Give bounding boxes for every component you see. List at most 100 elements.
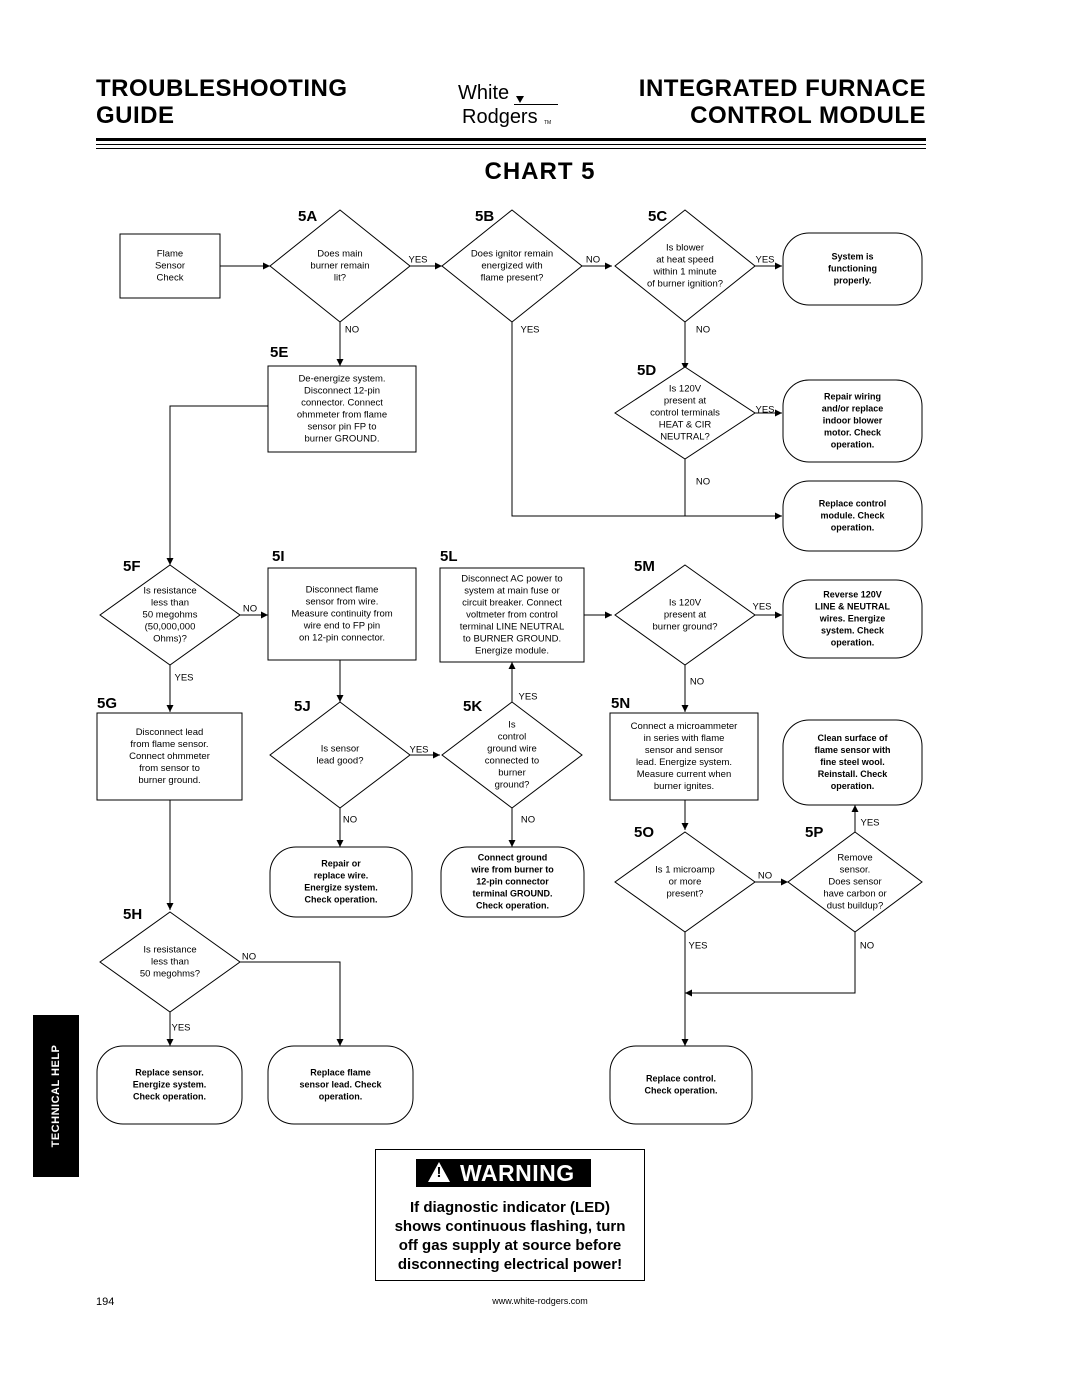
decision-5m-line: Is 120V [669, 598, 702, 609]
decision-5j-line: Is sensor [321, 744, 360, 755]
warning-title: WARNING [460, 1160, 575, 1186]
edge-label-no: NO [586, 255, 600, 266]
terminal-replace-control [609, 1045, 753, 1125]
decision-5c-line: at heat speed [656, 255, 714, 266]
decision-5a-line: Does main [317, 249, 362, 260]
decision-5j [269, 701, 411, 809]
decision-5b-line: energized with [481, 261, 542, 272]
edge-label-no: NO [860, 941, 874, 952]
terminal-reverse-line-neutral-line: wires. Energize [819, 613, 886, 623]
edge-label-yes: YES [409, 745, 428, 756]
decision-5f-line: (50,000,000 [145, 622, 196, 633]
step-label-5n: 5N [611, 695, 630, 712]
decision-5d-line: NEUTRAL? [660, 432, 710, 443]
header-rule-thin [96, 148, 926, 149]
edge-label-yes: YES [520, 325, 539, 336]
edge-label-no: NO [343, 815, 357, 826]
chart-title: CHART 5 [484, 158, 596, 185]
process-5g-line: from flame sensor. [130, 739, 208, 750]
terminal-replace-control-module-line: module. Check [820, 510, 885, 520]
decision-5c-line: Is blower [666, 243, 704, 254]
logo-triangle-icon [516, 96, 524, 103]
footer-url: www.white-rodgers.com [492, 1296, 588, 1306]
decision-5f-line: Is resistance [143, 586, 196, 597]
terminal-replace-sensor-line: Check operation. [133, 1091, 206, 1101]
process-5g-line: from sensor to [139, 763, 200, 774]
decision-5b-line: Does ignitor remain [471, 249, 553, 260]
technical-help-label: TECHNICAL HELP [50, 1044, 62, 1148]
step-label-5o: 5O [634, 824, 654, 841]
decision-5p-line: Does sensor [828, 877, 881, 888]
edge-label-no: NO [696, 325, 710, 336]
step-label-5l: 5L [440, 548, 458, 565]
edge-5e-to-5f [166, 405, 268, 565]
process-5n-line: burner ignites. [654, 781, 714, 792]
edge-label-yes: YES [518, 692, 537, 703]
warning-line: If diagnostic indicator (LED) [409, 1199, 610, 1216]
step-label-5m: 5M [634, 558, 655, 575]
terminal-repair-wiring-line: motor. Check [824, 427, 882, 437]
terminal-connect-ground-line: terminal GROUND. [472, 888, 552, 898]
edge-label-yes: YES [688, 941, 707, 952]
decision-5p-line: Remove [837, 853, 872, 864]
step-label-5a: 5A [298, 208, 317, 225]
edge-label-yes: YES [755, 255, 774, 266]
step-label-5f: 5F [123, 558, 141, 575]
edge-label-no: NO [345, 325, 359, 336]
edge-label-no: NO [243, 604, 257, 615]
edge-5p-no-to-merge [685, 932, 856, 997]
edge-label-no: NO [690, 677, 704, 688]
terminal-connect-ground-line: Connect ground [478, 852, 548, 862]
decision-5m [614, 564, 756, 666]
decision-5p-line: dust buildup? [827, 901, 884, 912]
decision-5c-line: of burner ignition? [647, 279, 723, 290]
decision-5o-line: present? [667, 889, 704, 900]
decision-5p-line: sensor. [840, 865, 871, 876]
step-label-5d: 5D [637, 362, 656, 379]
decision-5m-line: burner ground? [653, 622, 718, 633]
header-title-right-line2: CONTROL MODULE [690, 102, 926, 129]
terminal-replace-sensor-line: Replace sensor. [135, 1067, 204, 1077]
terminal-replace-flame-sensor-lead [267, 1045, 414, 1125]
process-5l-line: Energize module. [475, 646, 549, 657]
process-5l-line: system at main fuse or [464, 586, 560, 597]
step-label-5g: 5G [97, 695, 117, 712]
terminal-replace-control-line: Check operation. [644, 1085, 717, 1095]
edge-label-yes: YES [174, 673, 193, 684]
warning-box: ! WARNING If diagnostic indicator (LED) … [375, 1149, 645, 1281]
technical-help-tab: TECHNICAL HELP [33, 1015, 79, 1177]
flame-sensor-check-box-line: Sensor [155, 261, 185, 272]
page-number: 194 [96, 1296, 115, 1308]
decision-5o [614, 831, 756, 933]
header-title-left-line2: GUIDE [96, 102, 175, 129]
terminal-reverse-line-neutral-line: system. Check [821, 625, 885, 635]
warning-message: If diagnostic indicator (LED) shows cont… [376, 1198, 644, 1274]
process-5e-line: Disconnect 12-pin [304, 386, 380, 397]
terminal-system-functioning-line: System is [831, 251, 873, 261]
edge-label-no: NO [242, 952, 256, 963]
terminal-clean-sensor-line: fine steel wool. [820, 757, 885, 767]
decision-5b [441, 209, 583, 323]
terminal-connect-ground-line: 12-pin connector [476, 876, 549, 886]
terminal-repair-wiring-line: indoor blower [823, 415, 883, 425]
process-5n-line: in series with flame [644, 733, 725, 744]
step-label-5p: 5P [805, 824, 823, 841]
warning-triangle-icon [428, 1162, 450, 1182]
step-label-5b: 5B [475, 208, 494, 225]
process-5l-line: circuit breaker. Connect [462, 598, 562, 609]
logo-word-rodgers: Rodgers [462, 106, 538, 128]
step-label-5c: 5C [648, 208, 667, 225]
edge-label-yes: YES [860, 818, 879, 829]
decision-5j-line: lead good? [316, 756, 363, 767]
process-5e-line: burner GROUND. [305, 434, 380, 445]
edge-label-yes: YES [755, 405, 774, 416]
process-5l-line: Disconnect AC power to [461, 574, 562, 585]
terminal-clean-sensor-line: operation. [831, 781, 875, 791]
step-label-5j: 5J [294, 698, 311, 715]
decision-5p [787, 831, 923, 933]
terminal-replace-control-module [782, 480, 923, 552]
warning-header: ! WARNING [416, 1159, 591, 1187]
decision-5d-line: Is 120V [669, 384, 702, 395]
edge-label-yes: YES [408, 255, 427, 266]
edge-5h-no-to-replace-lead [237, 961, 344, 1046]
